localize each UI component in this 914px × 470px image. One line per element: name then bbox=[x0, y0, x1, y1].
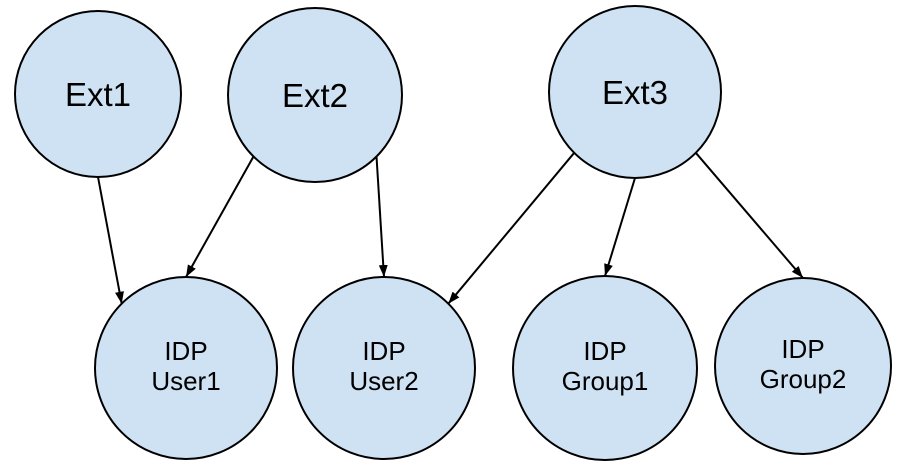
node-group2-circle bbox=[714, 277, 892, 455]
edge-layer bbox=[97, 152, 804, 305]
node-group1-label-line: Group1 bbox=[562, 366, 649, 396]
node-user2-label-line: IDP bbox=[362, 336, 405, 366]
edge-ext2-to-user2 bbox=[375, 156, 388, 278]
node-user1-label-line: User1 bbox=[151, 366, 220, 396]
node-ext3-label-line: Ext3 bbox=[602, 74, 668, 111]
node-group2-label-line: IDP bbox=[781, 334, 824, 364]
edge-ext3-to-group2 bbox=[695, 152, 804, 279]
node-ext2-label-line: Ext2 bbox=[282, 77, 348, 114]
node-ext2-circle bbox=[227, 7, 403, 183]
node-ext3: Ext3 bbox=[548, 5, 722, 179]
edge-ext3-to-group1 bbox=[604, 177, 636, 277]
node-user1-circle bbox=[94, 276, 278, 460]
node-group1-circle bbox=[512, 275, 698, 461]
node-ext1: Ext1 bbox=[14, 10, 182, 178]
node-ext2-label: Ext2 bbox=[282, 77, 348, 114]
node-ext1-label: Ext1 bbox=[65, 76, 131, 113]
edge-ext3-to-user2 bbox=[447, 152, 575, 305]
node-ext1-label-line: Ext1 bbox=[65, 76, 131, 113]
edge-ext2-to-user1 bbox=[185, 156, 255, 278]
edge-ext1-to-user1 bbox=[97, 176, 124, 304]
node-group1-label-line: IDP bbox=[583, 336, 626, 366]
node-ext1-circle bbox=[14, 10, 182, 178]
node-ext2: Ext2 bbox=[227, 7, 403, 183]
node-ext3-label: Ext3 bbox=[602, 74, 668, 111]
node-user1-label-line: IDP bbox=[164, 336, 207, 366]
node-ext3-circle bbox=[548, 5, 722, 179]
node-group2-label-line: Group2 bbox=[760, 364, 847, 394]
node-user2-label-line: User2 bbox=[349, 366, 418, 396]
node-user2-circle bbox=[292, 276, 476, 460]
